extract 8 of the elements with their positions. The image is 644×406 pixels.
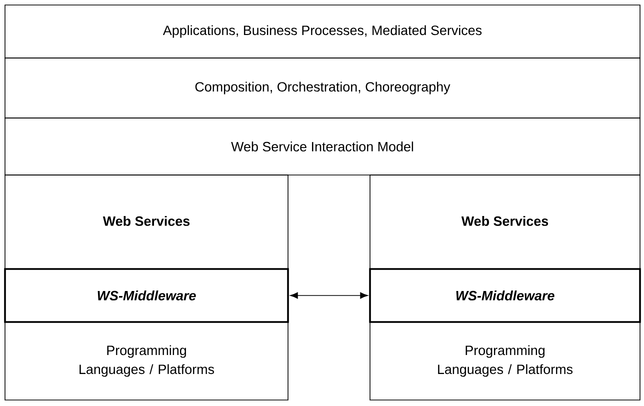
platform-label: Programming Languages / Platforms [438,345,573,377]
middleware-box: WS-Middleware [369,268,641,323]
layer-box: Applications, Business Processes, Mediated Services [4,4,640,58]
layer-box: Composition, Orchestration, Choreography [4,58,640,118]
arrow [290,292,368,299]
layer-box: Web Service Interaction Model [4,118,640,176]
middleware-box: WS-Middleware [4,268,289,323]
platform-label: Programming Languages / Platforms [80,345,214,377]
